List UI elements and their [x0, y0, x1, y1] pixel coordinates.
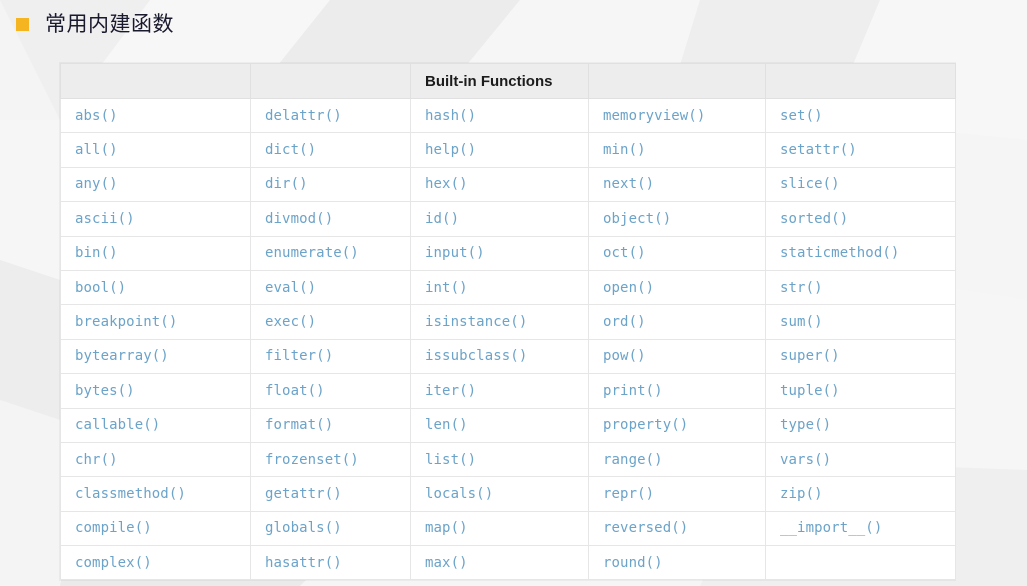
- table-cell-function: globals(): [250, 510, 411, 547]
- table-cell-function: compile(): [60, 510, 251, 547]
- table-cell-function: round(): [588, 545, 766, 581]
- table-cell-function: id(): [410, 201, 589, 237]
- table-cell-function: vars(): [765, 441, 956, 478]
- table-cell-function: bool(): [60, 269, 251, 306]
- builtin-functions-table-container: Built-in Functions abs()delattr()hash()m…: [60, 63, 956, 581]
- table-cell-function: input(): [410, 235, 589, 271]
- table-cell-function: min(): [588, 132, 766, 168]
- table-cell-function: help(): [410, 132, 589, 168]
- table-cell-function: bytearray(): [60, 338, 251, 375]
- table-header-cell-blank-1: [60, 63, 251, 99]
- table-cell-function: delattr(): [250, 97, 411, 134]
- page-title: 常用内建函数: [45, 12, 174, 36]
- table-cell-function: abs(): [60, 97, 251, 134]
- table-cell-function: frozenset(): [250, 441, 411, 478]
- table-header-title: Built-in Functions: [410, 63, 589, 99]
- table-cell-function: super(): [765, 338, 956, 375]
- table-row: breakpoint()exec()isinstance()ord()sum(): [60, 304, 956, 340]
- table-row: compile()globals()map()reversed()__impor…: [60, 510, 956, 547]
- table-row: classmethod()getattr()locals()repr()zip(…: [60, 476, 956, 512]
- table-cell-function: hash(): [410, 97, 589, 134]
- table-row: bytearray()filter()issubclass()pow()supe…: [60, 338, 956, 375]
- table-cell-function: bin(): [60, 235, 251, 271]
- table-cell-function: slice(): [765, 166, 956, 203]
- table-cell-function: property(): [588, 407, 766, 443]
- table-cell-function: pow(): [588, 338, 766, 375]
- table-cell-function: dict(): [250, 132, 411, 168]
- table-cell-function: max(): [410, 545, 589, 581]
- table-cell-function: setattr(): [765, 132, 956, 168]
- table-cell-function: exec(): [250, 304, 411, 340]
- table-row: callable()format()len()property()type(): [60, 407, 956, 443]
- table-cell-function: range(): [588, 441, 766, 478]
- table-cell-function: breakpoint(): [60, 304, 251, 340]
- table-cell-function: set(): [765, 97, 956, 134]
- table-cell-function: next(): [588, 166, 766, 203]
- table-header-cell-blank-5: [765, 63, 956, 99]
- table-cell-function: eval(): [250, 269, 411, 306]
- table-cell-function: zip(): [765, 476, 956, 512]
- table-cell-function: type(): [765, 407, 956, 443]
- table-row: any()dir()hex()next()slice(): [60, 166, 956, 203]
- table-cell-function: complex(): [60, 545, 251, 581]
- table-cell-function: locals(): [410, 476, 589, 512]
- table-cell-function: any(): [60, 166, 251, 203]
- table-cell-function: getattr(): [250, 476, 411, 512]
- table-row: bool()eval()int()open()str(): [60, 269, 956, 306]
- table-cell-function: sorted(): [765, 201, 956, 237]
- table-cell-function: object(): [588, 201, 766, 237]
- table-cell-function: callable(): [60, 407, 251, 443]
- table-cell-function: oct(): [588, 235, 766, 271]
- table-cell-function: classmethod(): [60, 476, 251, 512]
- table-cell-empty: [765, 545, 956, 581]
- table-row: abs()delattr()hash()memoryview()set(): [60, 97, 956, 134]
- table-cell-function: chr(): [60, 441, 251, 478]
- table-cell-function: float(): [250, 373, 411, 409]
- table-cell-function: reversed(): [588, 510, 766, 547]
- table-cell-function: staticmethod(): [765, 235, 956, 271]
- table-cell-function: int(): [410, 269, 589, 306]
- table-cell-function: open(): [588, 269, 766, 306]
- builtin-functions-table: Built-in Functions abs()delattr()hash()m…: [60, 63, 956, 581]
- table-cell-function: enumerate(): [250, 235, 411, 271]
- table-row: bin()enumerate()input()oct()staticmethod…: [60, 235, 956, 271]
- table-row: chr()frozenset()list()range()vars(): [60, 441, 956, 478]
- slide-title-row: 常用内建函数: [16, 14, 174, 35]
- table-cell-function: isinstance(): [410, 304, 589, 340]
- table-row: all()dict()help()min()setattr(): [60, 132, 956, 168]
- table-cell-function: ascii(): [60, 201, 251, 237]
- table-cell-function: tuple(): [765, 373, 956, 409]
- table-cell-function: repr(): [588, 476, 766, 512]
- table-header: Built-in Functions: [60, 63, 956, 99]
- table-cell-function: memoryview(): [588, 97, 766, 134]
- table-cell-function: dir(): [250, 166, 411, 203]
- table-cell-function: bytes(): [60, 373, 251, 409]
- table-cell-function: sum(): [765, 304, 956, 340]
- table-cell-function: filter(): [250, 338, 411, 375]
- table-cell-function: ord(): [588, 304, 766, 340]
- table-cell-function: issubclass(): [410, 338, 589, 375]
- table-header-cell-blank-4: [588, 63, 766, 99]
- table-cell-function: all(): [60, 132, 251, 168]
- table-cell-function: __import__(): [765, 510, 956, 547]
- table-cell-function: format(): [250, 407, 411, 443]
- table-cell-function: list(): [410, 441, 589, 478]
- table-header-cell-blank-2: [250, 63, 411, 99]
- table-row: ascii()divmod()id()object()sorted(): [60, 201, 956, 237]
- table-cell-function: hex(): [410, 166, 589, 203]
- table-body: abs()delattr()hash()memoryview()set()all…: [60, 97, 956, 581]
- table-cell-function: print(): [588, 373, 766, 409]
- table-cell-function: divmod(): [250, 201, 411, 237]
- table-cell-function: hasattr(): [250, 545, 411, 581]
- table-row: bytes()float()iter()print()tuple(): [60, 373, 956, 409]
- square-bullet-icon: [16, 18, 29, 31]
- table-cell-function: map(): [410, 510, 589, 547]
- table-row: complex()hasattr()max()round(): [60, 545, 956, 581]
- table-cell-function: str(): [765, 269, 956, 306]
- table-cell-function: iter(): [410, 373, 589, 409]
- table-cell-function: len(): [410, 407, 589, 443]
- table-header-row: Built-in Functions: [60, 63, 956, 99]
